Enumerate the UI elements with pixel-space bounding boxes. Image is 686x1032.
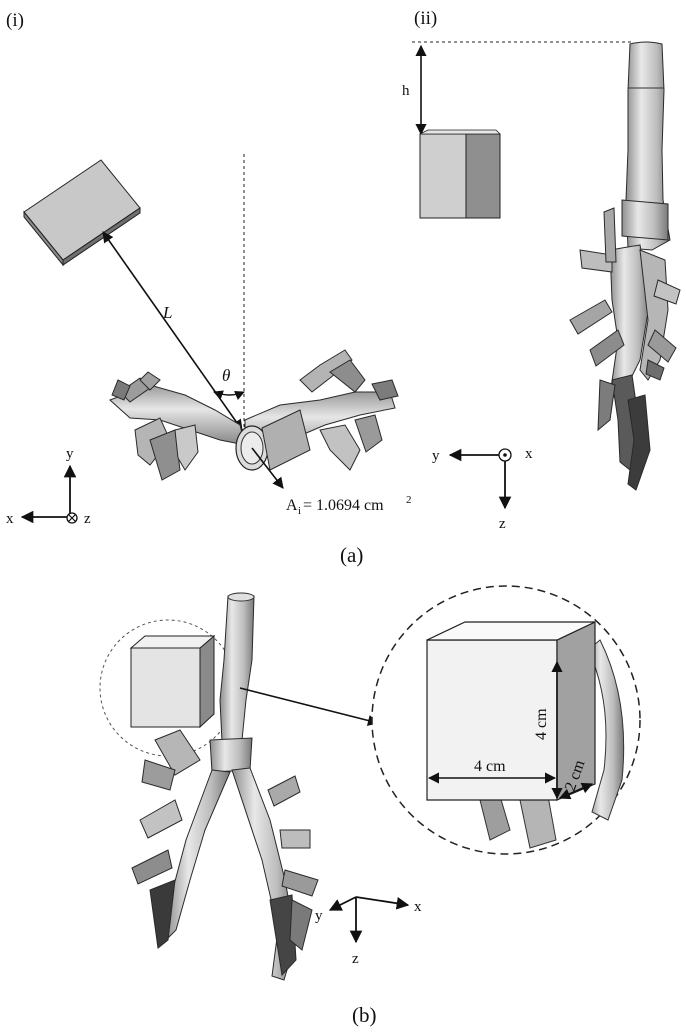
- axis-y-label-b: y: [315, 908, 323, 924]
- area-subscript: i: [298, 505, 301, 517]
- height-dimension-label: 4 cm: [533, 708, 550, 740]
- panel-b-label: (b): [352, 1003, 377, 1027]
- axes-triad-a-i: y x z: [6, 446, 91, 527]
- axis-y-label: y: [66, 446, 74, 462]
- airway-model-side-view: [569, 41, 681, 491]
- angle-label: θ: [222, 366, 230, 385]
- axis-x-label-b: x: [414, 899, 422, 915]
- height-label: h: [402, 83, 410, 99]
- axes-triad-b: x y z: [315, 896, 422, 967]
- panel-a-ii-label: (ii): [414, 8, 437, 29]
- width-dimension-label: 4 cm: [474, 758, 506, 775]
- axes-triad-a-ii: y x z: [432, 446, 533, 532]
- area-symbol: A: [286, 497, 298, 514]
- area-exponent: 2: [406, 494, 412, 506]
- angle-arc: [213, 390, 245, 400]
- panel-a-ii: (ii) h: [402, 8, 681, 532]
- distance-label: L: [162, 303, 172, 322]
- deposition-box-3d: [129, 634, 216, 729]
- zoom-leader-arrow: [239, 687, 380, 726]
- axis-y-label-ii: y: [432, 448, 440, 464]
- airway-model-top-view: [109, 349, 399, 481]
- deposition-box-side-view: [419, 129, 501, 219]
- zoom-detail: [426, 621, 625, 849]
- area-value: = 1.0694 cm: [303, 497, 384, 514]
- panel-a-i: (i) L θ: [6, 10, 412, 527]
- panel-b: 4 cm 4 cm 2 cm x y z (b): [99, 585, 641, 1027]
- axis-z-label-ii: z: [499, 516, 506, 532]
- axis-z-label: z: [84, 511, 91, 527]
- axis-z-label-b: z: [352, 951, 359, 967]
- depth-dimension-arrow: [558, 782, 594, 800]
- panel-a-i-label: (i): [6, 10, 24, 31]
- axis-x-label-ii: x: [525, 446, 533, 462]
- area-arrow: [251, 447, 284, 489]
- tilted-plate: [23, 159, 141, 267]
- area-label: A i = 1.0694 cm 2: [286, 494, 412, 517]
- airway-model-3d: [131, 592, 319, 981]
- axis-x-label: x: [6, 511, 14, 527]
- panel-a-label: (a): [340, 543, 363, 567]
